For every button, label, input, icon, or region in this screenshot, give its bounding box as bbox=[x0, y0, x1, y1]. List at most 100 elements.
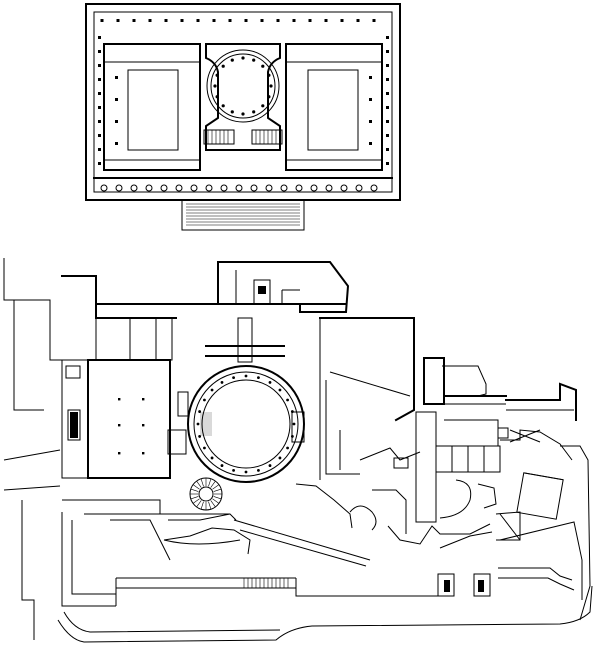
top-column bbox=[228, 19, 232, 22]
top-column bbox=[340, 19, 344, 22]
top-column bbox=[148, 19, 152, 22]
stair-step bbox=[212, 498, 220, 504]
rotunda-column bbox=[210, 456, 214, 460]
rotunda-column bbox=[286, 446, 289, 450]
top-column bbox=[132, 19, 136, 22]
rotunda-column bbox=[215, 95, 219, 99]
rotunda-column bbox=[203, 446, 206, 450]
portico-column bbox=[100, 184, 108, 192]
stair-step bbox=[210, 480, 216, 488]
rotunda-column bbox=[196, 422, 200, 426]
gallery-column bbox=[142, 452, 145, 455]
rotunda-column bbox=[221, 104, 225, 108]
rotunda-column bbox=[203, 398, 206, 402]
top-stair-blocks bbox=[203, 129, 283, 145]
top-left-court bbox=[103, 43, 201, 171]
rotunda-column bbox=[210, 388, 214, 392]
top-column bbox=[308, 19, 312, 22]
bottom-central-gallery bbox=[319, 317, 421, 480]
top-column bbox=[276, 19, 280, 22]
stair-step bbox=[213, 496, 222, 500]
bottom-site-paths bbox=[61, 445, 591, 621]
top-column bbox=[244, 19, 248, 22]
gallery-column bbox=[118, 398, 121, 401]
top-column bbox=[386, 50, 389, 53]
top-column bbox=[386, 92, 389, 95]
gallery-column bbox=[118, 452, 121, 455]
top-column bbox=[98, 120, 101, 123]
stair-step bbox=[210, 500, 216, 508]
rotunda-column bbox=[286, 398, 289, 402]
top-entrance-stairs bbox=[181, 199, 305, 231]
top-column bbox=[369, 120, 372, 123]
portico-column bbox=[205, 184, 213, 192]
top-column bbox=[386, 36, 389, 39]
top-column bbox=[180, 19, 184, 22]
top-rotunda bbox=[205, 43, 281, 151]
stair-drum bbox=[189, 477, 223, 511]
rotunda-column bbox=[230, 58, 234, 62]
top-column bbox=[196, 19, 200, 22]
top-column bbox=[386, 64, 389, 67]
portico-column bbox=[280, 184, 288, 192]
top-column bbox=[98, 50, 101, 53]
rotunda-column bbox=[213, 84, 217, 88]
top-column bbox=[115, 98, 118, 101]
gallery-column bbox=[142, 398, 145, 401]
rotunda-column bbox=[198, 435, 202, 438]
top-column bbox=[98, 148, 101, 151]
top-column bbox=[212, 19, 216, 22]
bottom-east-wing bbox=[415, 357, 577, 523]
top-column bbox=[260, 19, 264, 22]
top-column bbox=[98, 134, 101, 137]
top-column bbox=[369, 142, 372, 145]
portico-column bbox=[145, 184, 153, 192]
rotunda-column bbox=[269, 84, 273, 88]
top-column bbox=[369, 76, 372, 79]
stair-step bbox=[208, 501, 212, 510]
top-right-court bbox=[285, 43, 383, 171]
rotunda-column bbox=[257, 376, 260, 380]
rotunda-column bbox=[232, 468, 235, 472]
rotunda-column bbox=[221, 64, 225, 68]
top-column bbox=[324, 19, 328, 22]
stair-step bbox=[212, 484, 220, 490]
rotunda-column bbox=[220, 381, 224, 384]
rotunda-column bbox=[267, 95, 271, 99]
top-column bbox=[386, 134, 389, 137]
rotunda-column bbox=[232, 376, 235, 380]
top-inner-wall bbox=[93, 11, 393, 193]
portico-column bbox=[190, 184, 198, 192]
bottom-plan bbox=[3, 258, 593, 643]
rotunda-column bbox=[278, 388, 282, 392]
stair-step bbox=[208, 478, 212, 487]
top-column bbox=[100, 19, 104, 22]
portico-column bbox=[310, 184, 318, 192]
top-plan bbox=[85, 3, 401, 231]
bottom-left-wing bbox=[61, 275, 347, 479]
stair-step bbox=[192, 484, 200, 490]
portico-column bbox=[295, 184, 303, 192]
top-column bbox=[98, 106, 101, 109]
bottom-outer-boundary bbox=[57, 585, 593, 643]
stair-step bbox=[192, 498, 200, 504]
rotunda-column bbox=[198, 410, 202, 413]
stair-step bbox=[200, 501, 204, 510]
rotunda-column bbox=[252, 58, 256, 62]
top-column bbox=[372, 19, 376, 22]
top-column bbox=[116, 19, 120, 22]
rotunda-column bbox=[267, 73, 271, 77]
top-column bbox=[292, 19, 296, 22]
portico-column bbox=[130, 184, 138, 192]
rotunda-column bbox=[261, 104, 265, 108]
portico-column bbox=[220, 184, 228, 192]
stair-step bbox=[190, 488, 199, 492]
stair-step bbox=[196, 480, 202, 488]
bottom-lower-terraces bbox=[62, 483, 521, 567]
rotunda-column bbox=[241, 112, 245, 116]
top-column bbox=[386, 106, 389, 109]
rotunda-column bbox=[257, 468, 260, 472]
top-column bbox=[115, 142, 118, 145]
rotunda-column-ring bbox=[213, 56, 273, 116]
